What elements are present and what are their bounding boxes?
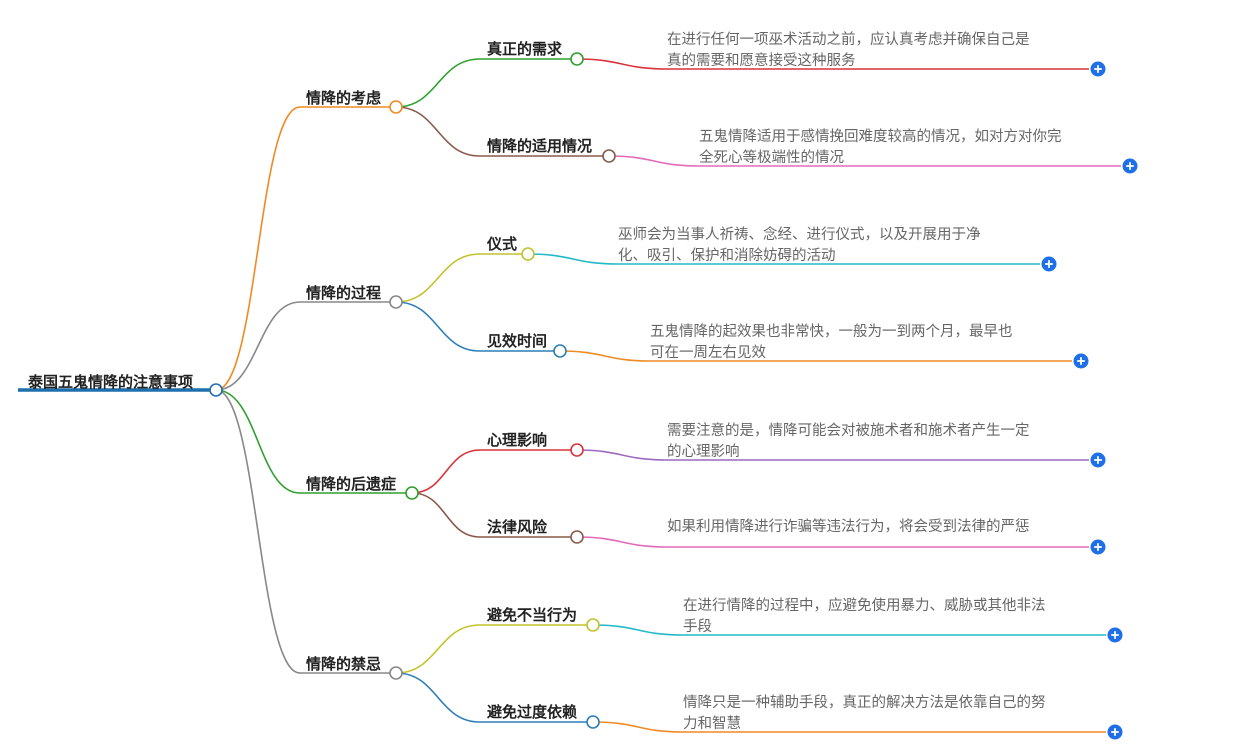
description-line: 真的需要和愿意接受这种服务 (667, 53, 856, 69)
branch-link (215, 106, 301, 391)
child-node-handle[interactable] (570, 443, 584, 457)
branch-node-handle[interactable] (389, 666, 403, 680)
expand-plus-icon[interactable] (1073, 353, 1089, 369)
child-node-handle[interactable] (570, 530, 584, 544)
node-description: 情降只是一种辅助手段，真正的解决方法是依靠自己的努力和智慧 (683, 693, 1046, 735)
node-description: 五鬼情降的起效果也非常快，一般为一到两个月，最早也可在一周左右见效 (650, 322, 1013, 364)
description-line: 的心理影响 (667, 444, 740, 460)
child-label: 情降的适用情况 (487, 137, 592, 155)
description-line: 手段 (683, 619, 712, 635)
child-label: 仪式 (486, 235, 517, 253)
desc-link (608, 155, 700, 167)
description-line: 全死心等极端性的情况 (699, 150, 844, 166)
desc-link (592, 624, 684, 636)
node-description: 在进行情降的过程中，应避免使用暴力、威胁或其他非法手段 (683, 596, 1046, 638)
branch-link (215, 301, 301, 391)
child-node-handle[interactable] (521, 247, 535, 261)
child-link (411, 492, 481, 538)
child-link (395, 58, 481, 108)
desc-link (527, 253, 619, 265)
expand-plus-icon[interactable] (1090, 452, 1106, 468)
branch-label: 情降的考虑 (306, 89, 381, 107)
root-node-handle[interactable] (209, 383, 223, 397)
child-node-handle[interactable] (586, 715, 600, 729)
description-line: 力和智慧 (683, 716, 741, 732)
expand-plus-icon[interactable] (1107, 627, 1123, 643)
node-description: 需要注意的是，情降可能会对被施术者和施术者产生一定的心理影响 (667, 421, 1030, 463)
expand-plus-icon[interactable] (1107, 724, 1123, 740)
child-node-handle[interactable] (586, 618, 600, 632)
branch-node-handle[interactable] (389, 100, 403, 114)
child-node-handle[interactable] (602, 149, 616, 163)
description-line: 巫师会为当事人祈祷、念经、进行仪式，以及开展用于净 (618, 227, 981, 243)
child-label: 法律风险 (487, 518, 548, 536)
node-description: 巫师会为当事人祈祷、念经、进行仪式，以及开展用于净化、吸引、保护和消除妨碍的活动 (618, 225, 981, 267)
child-link (395, 624, 481, 674)
child-node-handle[interactable] (570, 52, 584, 66)
child-link (395, 672, 481, 723)
branch-label: 情降的过程 (306, 284, 381, 302)
desc-link (559, 350, 651, 362)
branch-node-handle[interactable] (389, 295, 403, 309)
description-line: 化、吸引、保护和消除妨碍的活动 (618, 248, 836, 264)
child-label: 见效时间 (487, 332, 547, 350)
child-link (395, 301, 481, 352)
branch-label: 情降的禁忌 (306, 655, 381, 673)
description-line: 如果利用情降进行诈骗等违法行为，将会受到法律的严惩 (667, 519, 1030, 535)
node-description: 如果利用情降进行诈骗等违法行为，将会受到法律的严惩 (667, 517, 1030, 538)
description-line: 五鬼情降适用于感情挽回难度较高的情况，如对方对你完 (699, 129, 1062, 145)
child-label: 避免不当行为 (487, 606, 577, 624)
node-description: 在进行任何一项巫术活动之前，应认真考虑并确保自己是真的需要和愿意接受这种服务 (667, 30, 1030, 72)
child-label: 心理影响 (487, 431, 547, 449)
description-line: 可在一周左右见效 (650, 345, 766, 361)
description-line: 在进行任何一项巫术活动之前，应认真考虑并确保自己是 (667, 32, 1030, 48)
child-node-handle[interactable] (553, 344, 567, 358)
branch-label: 情降的后遗症 (306, 475, 396, 493)
root-label: 泰国五鬼情降的注意事项 (27, 373, 193, 391)
description-line: 在进行情降的过程中，应避免使用暴力、威胁或其他非法 (683, 598, 1046, 614)
description-line: 情降只是一种辅助手段，真正的解决方法是依靠自己的努 (683, 695, 1046, 711)
child-label: 真正的需求 (487, 40, 563, 58)
branch-node-handle[interactable] (405, 486, 419, 500)
child-link (411, 449, 481, 494)
desc-link (592, 721, 684, 733)
branch-link (215, 389, 301, 674)
description-line: 五鬼情降的起效果也非常快，一般为一到两个月，最早也 (650, 324, 1013, 340)
expand-plus-icon[interactable] (1090, 539, 1106, 555)
expand-plus-icon[interactable] (1090, 61, 1106, 77)
node-description: 五鬼情降适用于感情挽回难度较高的情况，如对方对你完全死心等极端性的情况 (699, 127, 1062, 169)
desc-link (576, 449, 668, 461)
child-link (395, 106, 481, 157)
expand-plus-icon[interactable] (1122, 158, 1138, 174)
desc-link (576, 58, 668, 70)
desc-link (576, 536, 668, 548)
expand-plus-icon[interactable] (1041, 256, 1057, 272)
child-label: 避免过度依赖 (487, 703, 577, 721)
description-line: 需要注意的是，情降可能会对被施术者和施术者产生一定 (667, 423, 1030, 439)
child-link (395, 253, 481, 303)
branch-link (215, 389, 301, 494)
